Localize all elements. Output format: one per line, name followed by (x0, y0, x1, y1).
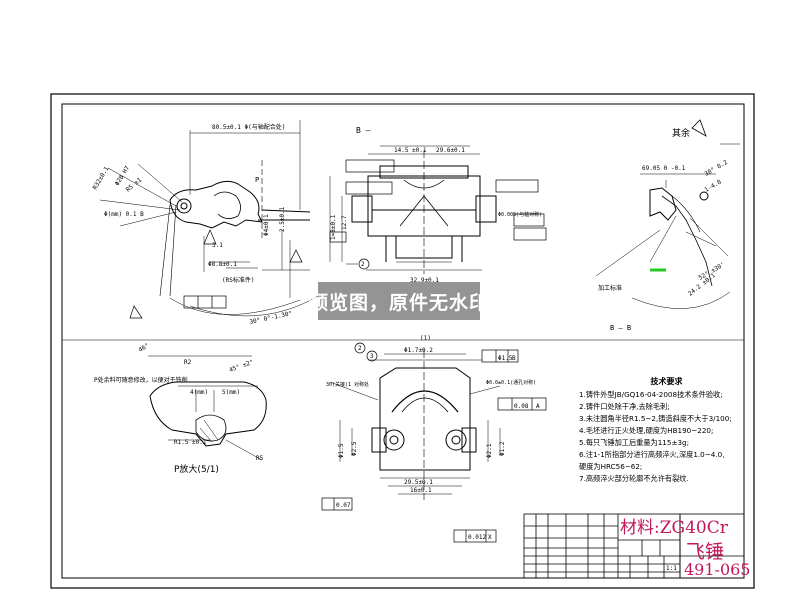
svg-text:12.7: 12.7 (341, 215, 348, 230)
title-block (523, 513, 745, 579)
svg-text:1=8±0.1: 1=8±0.1 (330, 214, 337, 240)
right-view-labels: 其余 69.05 0 -0.1 加工标准 30° 0.2 1-4.0 24.2 … (598, 127, 729, 332)
svg-text:加工标准: 加工标准 (598, 284, 622, 292)
drawing-number: 491-065 (684, 560, 751, 579)
svg-text:B —: B — (356, 126, 371, 135)
title-block-scale: 1:1 (666, 565, 677, 572)
svg-text:2: 2 (361, 261, 365, 268)
svg-text:R1.5 ±0.1: R1.5 ±0.1 (174, 439, 207, 446)
svg-text:30° 0.2: 30° 0.2 (704, 159, 730, 178)
svg-text:69.05 0 -0.1: 69.05 0 -0.1 (642, 165, 686, 172)
svg-text:Φ2.1: Φ2.1 (486, 443, 493, 458)
svg-text:P: P (255, 176, 259, 184)
svg-text:4(mm): 4(mm) (190, 389, 208, 396)
tech-item: 6.注1-1所指部分进行高频淬火,深度1.0~4.0, (579, 450, 725, 459)
watermark-text: 预览图，原件无水印 (309, 291, 490, 314)
svg-text:80.5±0.1 Φ(与轴配合处): 80.5±0.1 Φ(与轴配合处) (212, 123, 285, 131)
svg-text:Φ8.8±0.1: Φ8.8±0.1 (208, 261, 237, 268)
center-bottom-labels: (1) Φ1.7±0.2 30(关接)1 对称处 Φ0.0±0.1(通孔对称) … (326, 335, 536, 494)
svg-text:Φ0.008(与轴对称): Φ0.008(与轴对称) (498, 211, 542, 218)
left-view (99, 120, 319, 319)
tech-item: 2.铸件口处除干净,去除毛刺; (579, 402, 670, 411)
callout-texts: 2 3 0.08 A 0.07 0.012 X B Φ1.5 (336, 345, 540, 541)
svg-text:32.9±0.1: 32.9±0.1 (410, 277, 439, 284)
inner-frame (61, 103, 745, 579)
svg-text:3.1: 3.1 (212, 242, 223, 249)
datum-a-text: A (536, 403, 540, 410)
balloon-3-text: 3 (370, 353, 374, 360)
svg-text:2.5±0.1: 2.5±0.1 (279, 206, 286, 232)
detail-p-labels: 46° R2 4(mm) 5(mm) 45° ±2° R1.5 ±0.1 R5 … (94, 342, 264, 475)
svg-text:30(关接)1 对称处: 30(关接)1 对称处 (326, 381, 369, 388)
tech-item: 3.未注圆角半径R1.5~2,铸造斜度不大于3/100; (579, 414, 732, 423)
svg-text:其余: 其余 (672, 127, 690, 139)
tech-requirements-title: 技术要求 (650, 377, 683, 386)
svg-text:1-4.0: 1-4.0 (704, 178, 723, 193)
tech-item: 硬度为HRC56~62; (579, 462, 643, 471)
svg-text:16±0.1: 16±0.1 (410, 487, 432, 494)
left-view-dims: 80.5±0.1 Φ(与轴配合处) P 3.1 Φ8.8±0.1 Φ4±0.1 … (92, 123, 293, 326)
dim-c-text: 0.012 (468, 534, 486, 541)
svg-text:5(mm): 5(mm) (222, 389, 240, 396)
svg-text:Φ1.5: Φ1.5 (338, 443, 345, 458)
svg-text:29.5±0.1: 29.5±0.1 (404, 479, 433, 486)
svg-text:(RS标准件): (RS标准件) (222, 276, 254, 284)
svg-text:14.5 ±0.1: 14.5 ±0.1 (394, 147, 427, 154)
outer-frame (50, 93, 755, 589)
svg-text:Φ2.5: Φ2.5 (351, 441, 358, 456)
svg-text:P放大(5/1): P放大(5/1) (174, 463, 219, 475)
material-label: 材料:ZG40Cr (620, 518, 728, 538)
dim-b-text: 0.07 (336, 502, 351, 509)
svg-text:Φ4±0.1: Φ4±0.1 (263, 214, 270, 236)
right-view (595, 119, 740, 309)
tech-item: 4.毛坯进行正火处理,硬度为HB190~220; (579, 426, 714, 435)
watermark-box: 预览图，原件无水印 (309, 282, 488, 320)
center-top-labels: B — 14.5 ±0.1 29.6±0.1 1=8±0.1 12.7 32.9… (330, 126, 542, 284)
detail-p-view (148, 355, 267, 461)
center-bottom-view (321, 342, 547, 543)
svg-text:29.6±0.1: 29.6±0.1 (436, 147, 465, 154)
svg-text:Φ0.0±0.1(通孔对称): Φ0.0±0.1(通孔对称) (486, 379, 536, 386)
svg-text:45° ±2°: 45° ±2° (228, 359, 254, 374)
tech-item: 5.每只飞锤加工后重量为115±3g; (579, 438, 690, 447)
balloon-2-text: 2 (358, 345, 362, 352)
svg-text:(1): (1) (420, 335, 431, 342)
svg-text:R32±0.1: R32±0.1 (92, 165, 111, 191)
datum-b-text: B (512, 355, 516, 362)
svg-text:Φ1.2: Φ1.2 (499, 441, 506, 456)
svg-text:B — B: B — B (610, 324, 631, 332)
svg-text:P处余料可随意修改，以便对于铣削: P处余料可随意修改，以便对于铣削 (94, 376, 188, 384)
tech-requirements: 技术要求 1.铸件外型JB/GQ16-04-2008技术条件验收; 2.铸件口处… (579, 376, 754, 485)
datum-x-text: X (488, 534, 492, 541)
svg-text:R5: R5 (256, 455, 264, 462)
dim-a-text: Φ1.5 (498, 355, 513, 362)
dim-d-text: 0.08 (514, 403, 529, 410)
svg-text:Φ1.7±0.2: Φ1.7±0.2 (404, 347, 433, 354)
svg-text:46°: 46° (138, 342, 151, 353)
part-name: 飞锤 (686, 541, 725, 563)
svg-text:R2: R2 (184, 359, 192, 366)
tech-item: 7.高频淬火部分轮廓不允许有裂纹. (579, 474, 689, 483)
tech-item: 1.铸件外型JB/GQ16-04-2008技术条件验收; (579, 390, 723, 399)
svg-text:Φ(mm) 0.1 B: Φ(mm) 0.1 B (104, 211, 144, 218)
center-top-view (329, 145, 547, 274)
